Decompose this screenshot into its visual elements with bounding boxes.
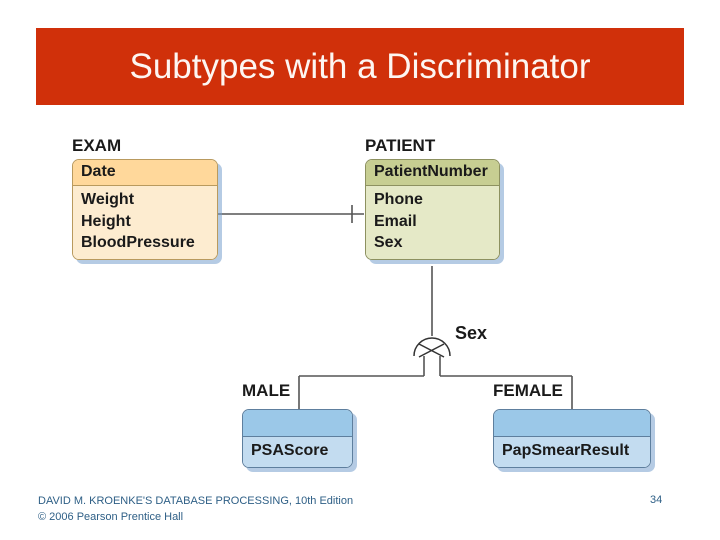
entity-box-patient[interactable]: PatientNumber Phone Email Sex [365, 159, 500, 260]
subtype-header-female [494, 410, 650, 436]
entity-label-male: MALE [242, 381, 291, 400]
subtype-header-male [243, 410, 352, 436]
entity-box-female[interactable]: PapSmearResult [493, 409, 651, 468]
entity-box-exam[interactable]: Date Weight Height BloodPressure [72, 159, 218, 260]
entity-divider [494, 436, 650, 437]
slide-footer: DAVID M. KROENKE'S DATABASE PROCESSING, … [38, 494, 678, 526]
entity-attribute: PSAScore [251, 442, 329, 459]
entity-divider [366, 185, 499, 186]
entity-divider [73, 185, 217, 186]
discriminator-symbol-icon [413, 337, 451, 358]
entity-attributes-male: PSAScore [243, 437, 352, 467]
footer-copyright-line: © 2006 Pearson Prentice Hall [38, 510, 184, 523]
entity-attribute: Email [374, 212, 417, 230]
page-number: 34 [650, 494, 663, 506]
entity-attributes-patient: Phone Email Sex [366, 186, 499, 259]
entity-attribute: PapSmearResult [502, 442, 630, 459]
entity-attribute: Phone [374, 191, 423, 208]
entity-attribute: Height [81, 212, 131, 230]
entity-divider [243, 436, 352, 437]
entity-attribute: Sex [374, 234, 403, 252]
footer-attribution-line: DAVID M. KROENKE'S DATABASE PROCESSING, … [38, 495, 354, 507]
slide-title-banner: Subtypes with a Discriminator [36, 28, 684, 105]
entity-box-male[interactable]: PSAScore [242, 409, 353, 468]
entity-label-exam: EXAM [72, 136, 122, 155]
page-title: Subtypes with a Discriminator [129, 46, 591, 86]
entity-attributes-female: PapSmearResult [494, 437, 650, 467]
entity-label-female: FEMALE [493, 381, 563, 400]
entity-attribute: Weight [81, 191, 135, 208]
discriminator-label: Sex [455, 323, 488, 343]
entity-identifier-exam: Date [73, 160, 217, 185]
entity-attribute: BloodPressure [81, 234, 195, 252]
entity-label-patient: PATIENT [365, 136, 436, 155]
entity-identifier-patient: PatientNumber [366, 160, 499, 185]
entity-attributes-exam: Weight Height BloodPressure [73, 186, 217, 259]
